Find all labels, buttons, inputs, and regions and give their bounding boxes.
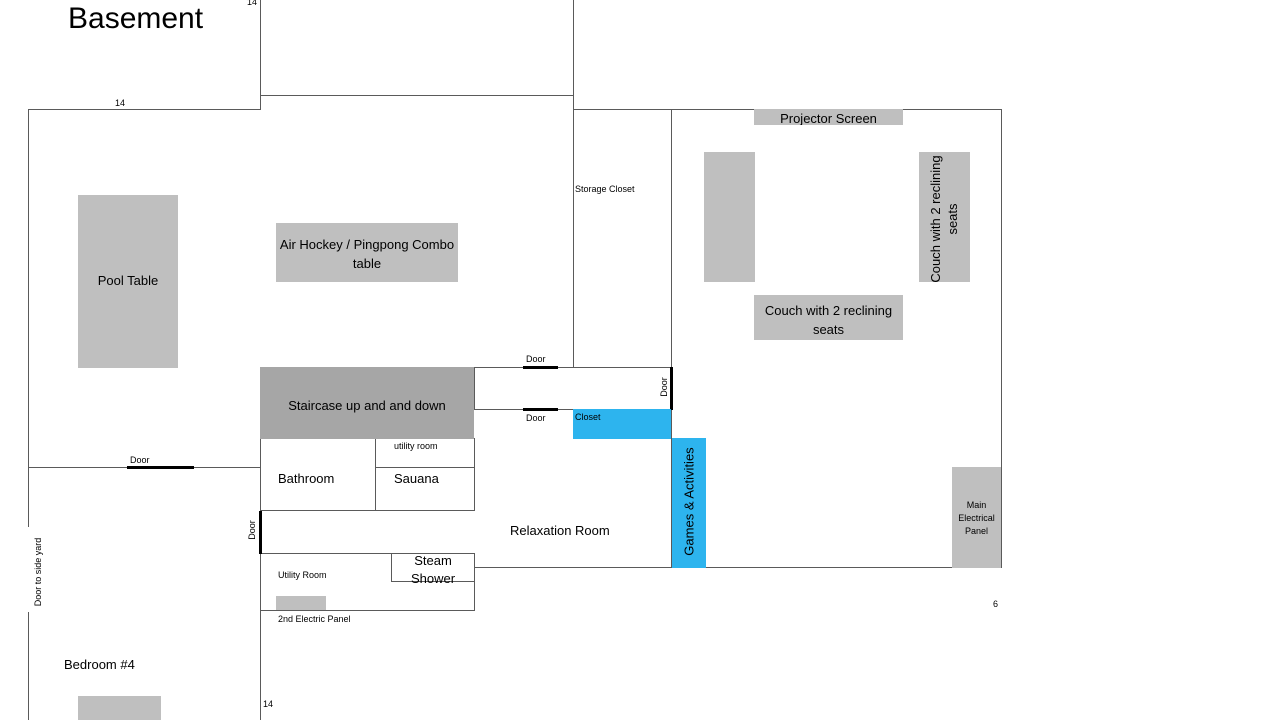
wall xyxy=(28,612,29,720)
wall xyxy=(260,510,474,511)
steam-shower-label: Steam Shower xyxy=(410,554,456,586)
wall xyxy=(573,96,574,368)
games-activities-label: Games & Activities xyxy=(681,447,697,556)
dimension-right: 6 xyxy=(993,599,999,609)
wall xyxy=(474,567,1002,568)
door-label: Door xyxy=(659,377,669,397)
wall xyxy=(474,553,475,611)
bed xyxy=(78,696,161,720)
wall xyxy=(260,610,474,611)
closet-label: Closet xyxy=(575,412,601,422)
door-marker xyxy=(127,466,194,469)
wall xyxy=(573,0,574,96)
couch-bottom-label: Couch with 2 reclining seats xyxy=(764,303,893,337)
bathroom-clip: Bathroom xyxy=(260,468,375,486)
wall xyxy=(260,0,261,110)
dimension-bottom: 14 xyxy=(263,699,274,709)
pool-table: Pool Table xyxy=(78,195,178,368)
couch-right-label: Couch with 2 reclining seats xyxy=(928,155,960,282)
air-hockey-label: Air Hockey / Pingpong Combo table xyxy=(279,237,455,271)
steam-shower-clip: Steam Shower xyxy=(392,554,474,586)
sauna-label: Sauana xyxy=(394,471,439,486)
couch-bottom: Couch with 2 reclining seats xyxy=(754,295,903,340)
relaxation-room-label: Relaxation Room xyxy=(510,523,610,538)
main-panel-label: Main Electrical Panel xyxy=(958,500,995,536)
second-electric-panel-label: 2nd Electric Panel xyxy=(278,614,351,624)
utility-room-label: Utility Room xyxy=(278,570,327,580)
door-label: Door xyxy=(526,413,546,423)
wall xyxy=(260,553,474,554)
dimension-top-left: 14 xyxy=(247,0,258,7)
projector-screen: Projector Screen xyxy=(754,109,903,125)
games-activities-highlight: Games & Activities xyxy=(672,438,706,568)
door-label-side-yard: Door to side yard xyxy=(33,537,43,607)
door-marker xyxy=(523,366,558,369)
second-electric-panel xyxy=(276,596,326,610)
main-electrical-panel: Main Electrical Panel xyxy=(952,467,1001,568)
wall xyxy=(375,438,376,511)
wall xyxy=(1001,109,1002,568)
wall xyxy=(391,553,392,582)
dimension-top: 14 xyxy=(115,98,126,108)
bathroom-label: Bathroom xyxy=(278,471,335,486)
air-hockey-table: Air Hockey / Pingpong Combo table xyxy=(276,223,458,282)
staircase: Staircase up and and down xyxy=(260,367,474,439)
sauna-clip: Sauana xyxy=(376,468,474,486)
door-label: Door xyxy=(130,455,150,465)
couch-left xyxy=(704,152,755,282)
door-label: Door xyxy=(247,520,257,540)
pool-table-label: Pool Table xyxy=(97,273,159,288)
plan-title: Basement xyxy=(68,2,204,35)
wall xyxy=(375,467,474,468)
wall xyxy=(28,109,29,527)
bedroom-clip: Bedroom #4 xyxy=(60,655,180,669)
door-label: Door xyxy=(526,354,546,364)
wall xyxy=(28,109,260,110)
wall xyxy=(260,95,573,96)
wall xyxy=(391,581,474,582)
wall xyxy=(474,409,671,410)
wall xyxy=(474,367,475,410)
door-marker xyxy=(523,408,558,411)
storage-closet-label: Storage Closet xyxy=(575,184,635,194)
wall xyxy=(474,438,475,511)
couch-right: Couch with 2 reclining seats xyxy=(919,152,970,282)
door-marker xyxy=(670,367,673,410)
closet-highlight: Closet xyxy=(573,409,671,439)
utility-room-small-label: utility room xyxy=(394,441,438,451)
projector-screen-label: Projector Screen xyxy=(780,111,877,125)
staircase-label: Staircase up and and down xyxy=(288,398,446,413)
wall xyxy=(671,109,672,568)
bedroom4-label: Bedroom #4 xyxy=(64,657,135,669)
door-marker xyxy=(259,511,262,554)
